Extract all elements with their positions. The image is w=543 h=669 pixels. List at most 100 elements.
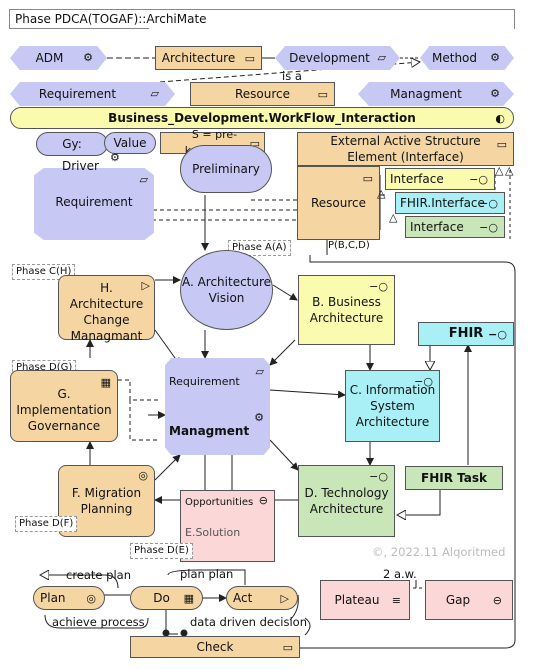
gap-label: Gap xyxy=(445,593,471,607)
gy-label: Gy: xyxy=(62,137,82,151)
adm-label: ADM xyxy=(35,51,64,65)
interface-icon: −○ xyxy=(469,173,488,186)
development-node[interactable]: Development ▱ xyxy=(275,46,400,70)
component-icon: ▭ xyxy=(249,137,260,150)
two-aw-label: 2 a.w. xyxy=(383,567,417,581)
parallelogram-icon: ▱ xyxy=(150,87,159,100)
a-label: A. Architecture Vision xyxy=(181,275,272,305)
fhir-interface-label: FHIR.Interface xyxy=(400,196,485,210)
interface-2-node[interactable]: Interface −○ xyxy=(405,216,505,238)
opportunities-label: Opportunities xyxy=(185,497,254,508)
data-driven-decision-label: data driven decision xyxy=(190,615,308,629)
architecture-node[interactable]: Architecture ▭ xyxy=(155,46,262,70)
gap-icon: ⊖ xyxy=(258,494,268,507)
resource-top-label: Resource xyxy=(234,87,291,101)
requirement-top-label: Requirement xyxy=(38,87,117,101)
resource-upper-label: Resource xyxy=(310,196,367,210)
phase-de-label: Phase D(E) xyxy=(130,543,193,559)
preliminary-label: Preliminary xyxy=(192,162,260,176)
gap-icon: ⊖ xyxy=(492,594,502,607)
gy-cloud: Gy: xyxy=(36,132,108,156)
adm-node[interactable]: ADM ⚙ xyxy=(10,46,107,70)
gap-node[interactable]: Gap ⊖ xyxy=(425,580,513,620)
goal-icon: ◎ xyxy=(138,469,148,482)
d-label: D. Technology Architecture xyxy=(304,486,389,516)
triangle-icon: △ xyxy=(377,187,386,200)
b-business-architecture-node[interactable]: B. Business Architecture −○ xyxy=(298,275,395,345)
fhir-task-node[interactable]: FHIR Task xyxy=(405,466,503,490)
create-plan-label: create plan xyxy=(66,568,131,582)
p-bcd-label: P(B,C,D) xyxy=(328,240,370,251)
external-active-structure-node[interactable]: External Active Structure Element (Inter… xyxy=(297,132,514,166)
do-node[interactable]: Do ▦ xyxy=(130,586,203,610)
phase-c-label: Phase C(H) xyxy=(12,264,76,280)
c-information-system-node[interactable]: C. Information System Architecture −○ xyxy=(345,370,440,442)
fhir-interface-node[interactable]: FHIR.Interface −○ xyxy=(395,192,505,214)
value-label: Value xyxy=(113,136,147,150)
c-label: C. Information System Architecture xyxy=(349,383,436,429)
preliminary-cloud[interactable]: Preliminary xyxy=(180,145,272,193)
phase-df-label: Phase D(F) xyxy=(15,516,78,532)
interface-1-label: Interface xyxy=(390,172,444,186)
f-label: F. Migration Planning xyxy=(71,486,142,516)
solution-node[interactable]: Opportunities E.Solution ⊖ xyxy=(180,490,275,562)
parallelogram-icon: ▱ xyxy=(255,365,264,378)
managment-top-label: Managment xyxy=(390,87,462,101)
interface-1-node[interactable]: Interface −○ xyxy=(385,168,495,190)
parallelogram-icon: ▱ xyxy=(377,51,386,64)
managment-center-label: Managment xyxy=(169,423,250,438)
driver-label: Driver xyxy=(62,159,99,173)
act-label: Act xyxy=(233,591,253,605)
architecture-label: Architecture xyxy=(161,51,236,65)
requirement-top-node[interactable]: Requirement ▱ xyxy=(10,82,175,106)
parallelogram-icon: ▱ xyxy=(139,173,148,186)
act-node[interactable]: Act ▷ xyxy=(226,586,298,610)
interface-icon: −○ xyxy=(479,221,498,234)
method-node[interactable]: Method ⚙ xyxy=(420,46,514,70)
requirement-center-node[interactable]: Requirement ▱ xyxy=(165,358,270,406)
achieve-process-label: achieve process xyxy=(52,615,145,629)
fhir-node[interactable]: FHIR −○ xyxy=(418,322,514,346)
g-implementation-governance-node[interactable]: G. Implementation Governance ▦ xyxy=(10,370,118,442)
plan-node[interactable]: Plan ◎ xyxy=(33,586,105,610)
fhir-label: FHIR xyxy=(448,326,484,341)
external-label: External Active Structure Element (Inter… xyxy=(330,134,481,164)
a-architecture-vision-node[interactable]: A. Architecture Vision xyxy=(180,250,273,330)
interface-icon: −○ xyxy=(488,328,507,341)
gear-icon: ⚙ xyxy=(83,51,93,64)
check-node[interactable]: Check ▭ xyxy=(130,636,300,658)
h-label: H. Architecture Change Managmant xyxy=(69,280,144,343)
workflow-interaction-bar[interactable]: Business_Development.WorkFlow_Interactio… xyxy=(10,107,514,129)
h-architecture-change-node[interactable]: H. Architecture Change Managmant ▷ xyxy=(58,275,155,343)
plan-label: Plan xyxy=(40,591,66,605)
service-icon: −○ xyxy=(369,470,388,483)
workflow-label: Business_Development.WorkFlow_Interactio… xyxy=(108,111,416,125)
copyright-label: ©, 2022.11 Alqoritmed xyxy=(372,545,506,559)
component-icon: ▭ xyxy=(282,641,293,654)
solution-label: E.Solution xyxy=(185,526,241,539)
plateau-node[interactable]: Plateau ≡ xyxy=(320,580,410,620)
driver-requirement-node[interactable]: Requirement ▱ xyxy=(34,168,154,240)
gear-icon: ⚙ xyxy=(254,411,264,424)
resource-top-node[interactable]: Resource ▭ xyxy=(190,82,335,106)
component-icon: ▭ xyxy=(317,88,328,101)
triangle-icon: △ xyxy=(495,164,504,177)
component-icon: ▭ xyxy=(362,172,373,185)
gear-icon: ⚙ xyxy=(490,87,500,100)
value-node[interactable]: Value xyxy=(104,132,156,154)
grid-icon: ▦ xyxy=(100,376,111,389)
plateau-label: Plateau xyxy=(334,593,380,607)
diagram-frame-title: Phase PDCA(TOGAF)::ArchiMate xyxy=(9,9,515,29)
b-label: B. Business Architecture xyxy=(309,295,384,325)
requirement-upper-label: Requirement xyxy=(55,195,133,209)
resource-upper-node[interactable]: Resource ▭ xyxy=(297,166,380,240)
managment-top-node[interactable]: Managment ⚙ xyxy=(358,82,514,106)
triangle-icon: △ xyxy=(389,211,398,224)
managment-center-node[interactable]: Managment ⚙ xyxy=(165,406,270,455)
service-icon: −○ xyxy=(369,280,388,293)
event-icon: ▷ xyxy=(280,592,289,605)
d-technology-architecture-node[interactable]: D. Technology Architecture −○ xyxy=(298,465,395,537)
component-icon: ▭ xyxy=(496,138,507,151)
requirement-center-label: Requirement xyxy=(169,375,240,388)
goal-icon: ◎ xyxy=(86,592,96,605)
